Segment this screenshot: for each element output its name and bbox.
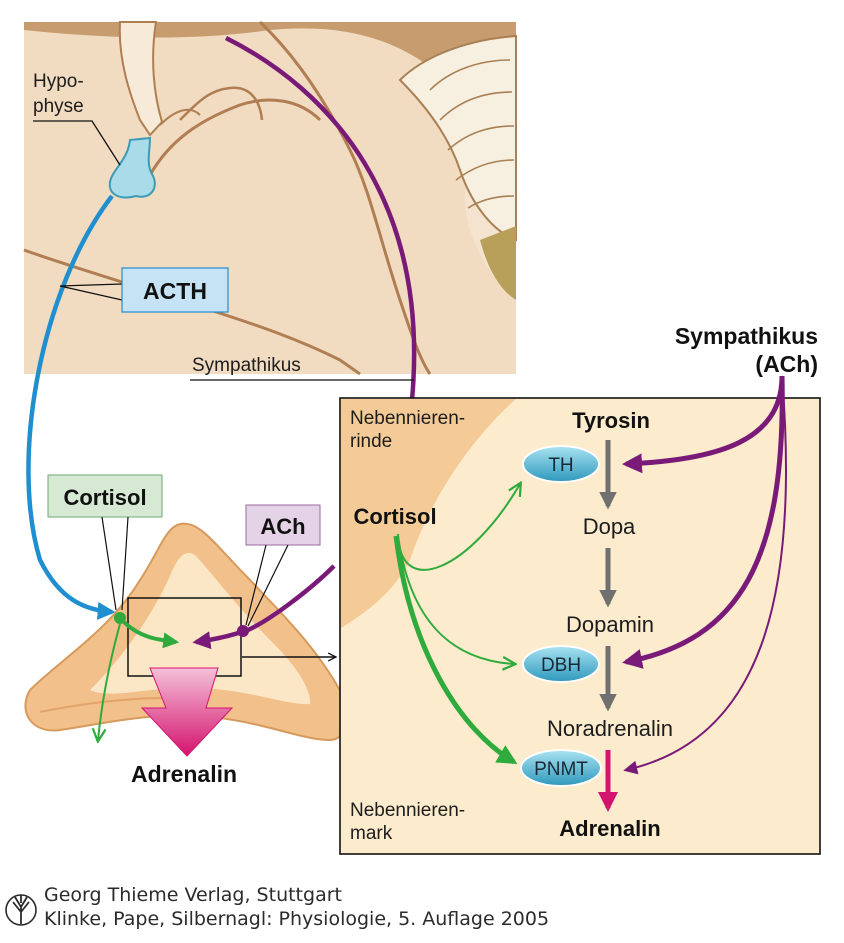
nebennierenmark-label-line2: mark	[350, 823, 393, 844]
adrenalin-release-arrow	[140, 667, 234, 757]
ach-gland-label-text: ACh	[260, 514, 305, 539]
cortisol-outflow-arrow	[98, 623, 121, 740]
cortisol-source-dot	[114, 612, 126, 624]
nebennierenmark-label-line1: Nebennieren-	[350, 800, 465, 821]
cortisol-detail-label: Cortisol	[353, 504, 436, 529]
adrenalin-gland-label: Adrenalin	[131, 761, 237, 787]
hypophyse-label-line1: Hypo-	[33, 71, 84, 92]
sympathikus-brain-label: Sympathikus	[192, 355, 301, 376]
cortisol-to-dbh-arrow	[397, 535, 514, 664]
enzyme-dbh: DBH	[522, 645, 600, 683]
enzyme-dbh-label: DBH	[541, 655, 581, 676]
brain-illustration	[23, 20, 517, 376]
enzyme-th: TH	[522, 445, 600, 483]
sympathetic-to-dbh-arrow	[622, 375, 785, 669]
acth-label-text: ACTH	[143, 278, 207, 304]
tyrosin-label: Tyrosin	[572, 408, 650, 433]
dopamin-label: Dopamin	[566, 612, 654, 637]
nebennierenrinde-label-line1: Nebennieren-	[350, 408, 465, 429]
enzyme-th-label: TH	[548, 455, 573, 476]
cortisol-local-arrow	[122, 620, 180, 649]
cortisol-to-pnmt-arrow	[393, 535, 518, 765]
sympathetic-to-pnmt-arrow	[623, 375, 788, 775]
hypophyse-pointer-line	[33, 120, 121, 166]
thieme-logo-icon	[5, 894, 37, 926]
sympathikus-detail-label-line1: Sympathikus	[675, 323, 818, 349]
ach-nerve-arrow	[192, 564, 336, 650]
enzyme-pnmt-label: PNMT	[534, 759, 588, 780]
hypophysis-gland	[108, 136, 156, 199]
ach-gland-label: ACh	[245, 504, 321, 627]
dopa-label: Dopa	[583, 514, 636, 539]
cortisol-gland-label-text: Cortisol	[63, 485, 146, 510]
hypophyse-label-line2: physe	[33, 96, 84, 117]
adrenalin-detail-label: Adrenalin	[559, 816, 660, 841]
sympathetic-to-th-arrow	[622, 375, 785, 474]
noradrenalin-label: Noradrenalin	[547, 716, 673, 741]
footer-citation: Klinke, Pape, Silbernagl: Physiologie, 5…	[44, 908, 550, 930]
footer-publisher: Georg Thieme Verlag, Stuttgart	[44, 884, 342, 906]
sympathikus-detail-label-line2: (ACh)	[755, 351, 818, 377]
acth-blood-path	[26, 194, 116, 620]
nebennierenrinde-label-line2: rinde	[350, 431, 392, 452]
cortisol-gland-label: Cortisol	[47, 474, 163, 611]
sympathetic-nerve-curve	[224, 35, 417, 401]
enzyme-pnmt: PNMT	[520, 749, 602, 787]
acth-label: ACTH	[59, 267, 229, 313]
